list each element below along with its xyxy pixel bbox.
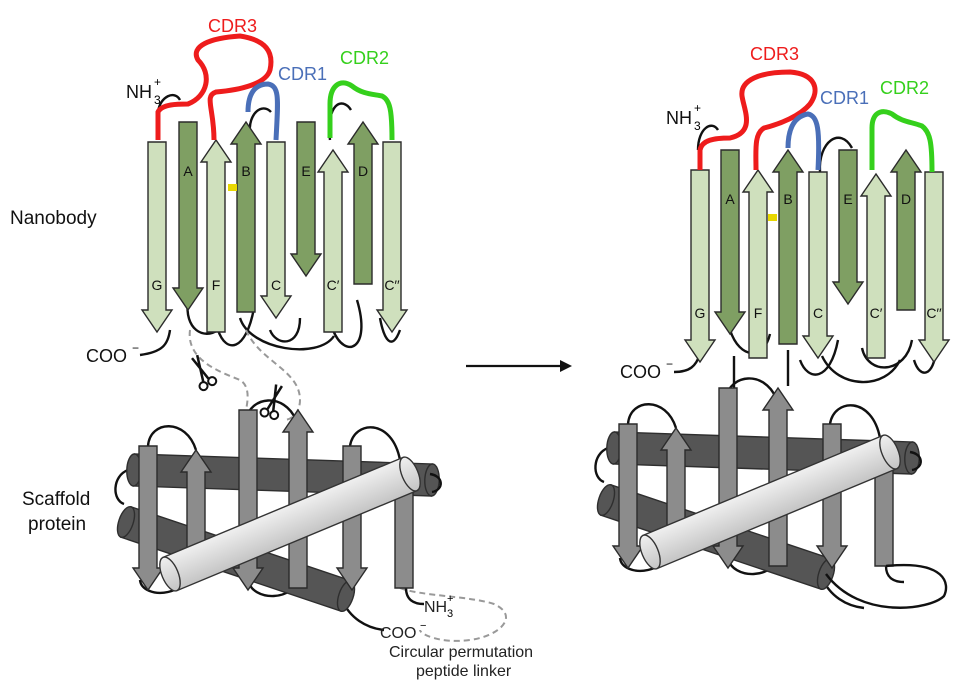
strand-label: C′: [327, 277, 340, 293]
linker-label-line2: peptide linker: [416, 663, 512, 680]
beta-strand-3: [201, 140, 231, 332]
scaffold-nh3-label: NH 3 +: [424, 593, 453, 620]
beta-strand-6: [833, 150, 863, 304]
svg-text:+: +: [154, 75, 161, 89]
scaffold-coo-label: COO −: [380, 620, 426, 642]
strand-label: G: [695, 305, 706, 321]
scaffold-label-line1: Scaffold: [22, 489, 90, 510]
scaffold-protein-right: [594, 378, 921, 608]
left-panel: G A F B C E C′ D C′′ Nanobody Scaffold protein: [10, 16, 533, 680]
coo-tail-left: [140, 330, 170, 355]
strand-label: D: [901, 191, 911, 207]
beta-strand-2: [715, 150, 745, 334]
nh3-label-left: NH 3 +: [126, 75, 161, 107]
svg-text:+: +: [447, 593, 453, 605]
beta-strand-7: [861, 174, 891, 358]
beta-strand-2: [173, 122, 203, 310]
beta-strand-1: [685, 170, 715, 362]
transformation-arrow: [466, 360, 572, 372]
strand-label: E: [301, 163, 310, 179]
svg-text:−: −: [132, 341, 139, 355]
strand-label: B: [241, 163, 250, 179]
svg-text:−: −: [420, 620, 426, 632]
cdr2-label-right: CDR2: [880, 78, 929, 98]
strand-label: C′: [870, 305, 883, 321]
strand-label: C: [813, 305, 823, 321]
disulfide-marker-right: [768, 214, 777, 221]
right-panel: G A F B C E C′ D C′′ CDR3 CDR1 CDR2 NH 3 + COO −: [594, 44, 949, 608]
beta-strand-9: [919, 172, 949, 362]
coo-label-left: COO −: [86, 341, 139, 366]
beta-strand-1: [142, 142, 172, 332]
beta-strand-3: [743, 170, 773, 358]
strand-label: A: [183, 163, 193, 179]
strand-label: B: [783, 191, 792, 207]
svg-text:3: 3: [154, 93, 161, 107]
cdr3-label-right: CDR3: [750, 44, 799, 64]
beta-strand-4: [773, 150, 803, 344]
cdr2-label-left: CDR2: [340, 48, 389, 68]
strand-label: E: [843, 191, 852, 207]
cdr1-label-left: CDR1: [278, 64, 327, 84]
svg-text:NH: NH: [666, 108, 692, 128]
strand-label: C′′: [926, 305, 942, 321]
coo-label-right: COO −: [620, 357, 673, 382]
svg-text:NH: NH: [126, 82, 152, 102]
svg-text:+: +: [694, 101, 701, 115]
nanobody-strands-left: G A F B C E C′ D C′′: [142, 122, 407, 332]
strand-label: A: [725, 191, 735, 207]
strand-label: C′′: [384, 277, 400, 293]
nh3-label-right: NH 3 +: [666, 101, 701, 133]
beta-strand-8: [891, 150, 921, 310]
cdr3-label-left: CDR3: [208, 16, 257, 36]
svg-text:COO: COO: [620, 362, 661, 382]
disulfide-marker-left: [228, 184, 237, 191]
beta-strand-9: [377, 142, 407, 332]
svg-text:COO: COO: [380, 625, 416, 642]
beta-strand-5: [803, 172, 833, 358]
scaffold-label-line2: protein: [28, 514, 86, 535]
svg-text:COO: COO: [86, 346, 127, 366]
svg-text:−: −: [666, 357, 673, 371]
scaffold-protein-left: [114, 400, 441, 630]
strand-label: C: [271, 277, 281, 293]
beta-strand-7: [318, 150, 348, 332]
svg-text:3: 3: [694, 119, 701, 133]
nanobody-strands-right: G A F B C E C′ D C′′: [685, 150, 949, 362]
strand-label: F: [754, 305, 763, 321]
strand-label: F: [212, 277, 221, 293]
svg-text:3: 3: [447, 608, 453, 620]
beta-strand-8: [348, 122, 378, 284]
strand-label: G: [152, 277, 163, 293]
strand-label: D: [358, 163, 368, 179]
beta-strand-4: [231, 122, 261, 312]
beta-strand-6: [291, 122, 321, 276]
cdr1-label-right: CDR1: [820, 88, 869, 108]
svg-text:NH: NH: [424, 599, 447, 616]
nanobody-label: Nanobody: [10, 208, 97, 229]
linker-label-line1: Circular permutation: [389, 644, 533, 661]
